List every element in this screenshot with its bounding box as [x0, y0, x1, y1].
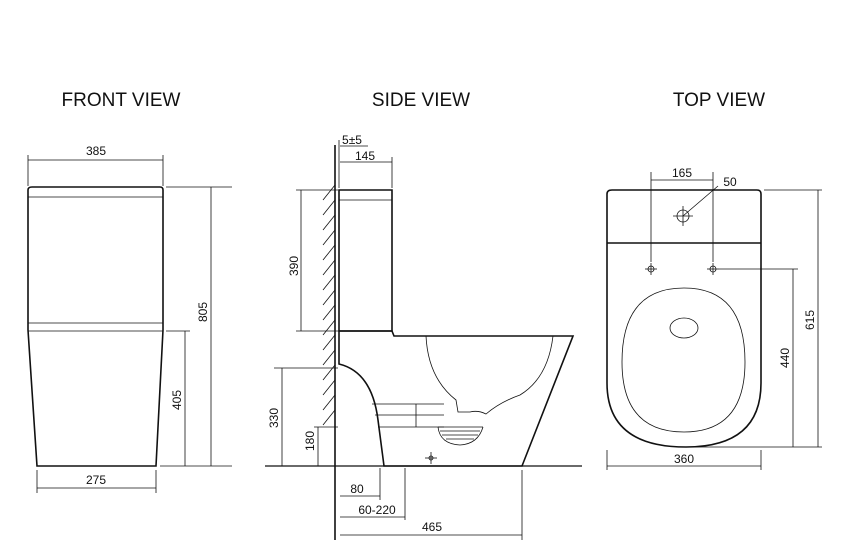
side-pan-height-label: 330 [267, 408, 281, 428]
top-hole-diameter-label: 50 [723, 175, 737, 189]
side-view: 5±5 145 390 330 180 80 60-220 465 [265, 133, 582, 540]
top-depth-total-label: 615 [803, 310, 817, 330]
top-width-label: 360 [674, 452, 694, 466]
side-total-depth-label: 465 [422, 520, 442, 534]
front-width-base-label: 275 [86, 473, 106, 487]
top-view: 50 165 360 615 440 [606, 166, 822, 470]
side-cistern-outline [338, 189, 393, 332]
side-tank-height-label: 390 [287, 256, 301, 276]
side-bowl-curve [425, 335, 554, 415]
front-height-pan-label: 405 [170, 390, 184, 410]
side-view-title: SIDE VIEW [372, 90, 470, 111]
top-body-outline [606, 189, 762, 448]
top-hole-spacing-label: 165 [672, 166, 692, 180]
top-depth-fix-label: 440 [778, 348, 792, 368]
front-width-top-label: 385 [86, 144, 106, 158]
side-wall-gap-label: 5±5 [342, 133, 362, 147]
front-body-outline [27, 186, 164, 467]
side-outlet-height-label: 180 [303, 431, 317, 451]
top-seat-outline [621, 287, 746, 433]
front-view: 385 275 805 405 [27, 144, 232, 493]
side-outlet-depth-label: 80 [350, 482, 364, 496]
top-flush-hole [669, 317, 699, 339]
front-view-title: FRONT VIEW [62, 90, 181, 111]
top-view-title: TOP VIEW [673, 90, 765, 111]
side-pan-outline [338, 330, 575, 467]
side-tank-offset-label: 145 [355, 149, 375, 163]
front-height-total-label: 805 [196, 302, 210, 322]
side-outlet-range-label: 60-220 [358, 503, 396, 517]
side-wall-hatching [322, 184, 336, 426]
